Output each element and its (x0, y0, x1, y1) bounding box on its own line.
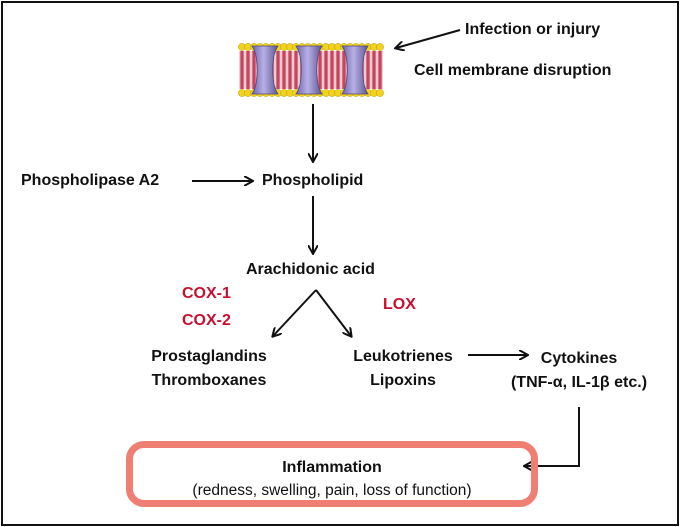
lox-label: LOX (383, 296, 416, 313)
cox1-label: COX-1 (182, 285, 231, 302)
cytokines-detail-label: (TNF-α, IL-1β etc.) (510, 374, 648, 391)
arrow-infection-to-membrane (396, 29, 461, 48)
prostaglandins-label: Prostaglandins (151, 348, 267, 365)
arrow-arachidonic-to-leukotrienes (315, 289, 351, 336)
inflammation-detail: (redness, swelling, pain, loss of functi… (192, 482, 472, 499)
cell-membrane-icon (238, 43, 384, 97)
thromboxanes-label: Thromboxanes (151, 372, 267, 389)
arrow-arachidonic-to-prostaglandins (273, 289, 317, 336)
arrow-cytokines-to-inflammation (525, 407, 580, 466)
phospholipase-label: Phospholipase A2 (21, 172, 160, 189)
arachidonic-acid-label: Arachidonic acid (246, 261, 375, 278)
phospholipid-label: Phospholipid (262, 172, 364, 189)
lipoxins-label: Lipoxins (370, 372, 436, 389)
infection-label: Infection or injury (465, 21, 601, 38)
leukotrienes-label: Leukotrienes (353, 348, 453, 365)
cytokines-label: Cytokines (540, 350, 618, 367)
membrane-disruption-label: Cell membrane disruption (414, 62, 612, 79)
cox2-label: COX-2 (182, 312, 231, 329)
inflammation-box: Inflammation (redness, swelling, pain, l… (126, 441, 538, 507)
inflammation-title: Inflammation (282, 459, 382, 476)
